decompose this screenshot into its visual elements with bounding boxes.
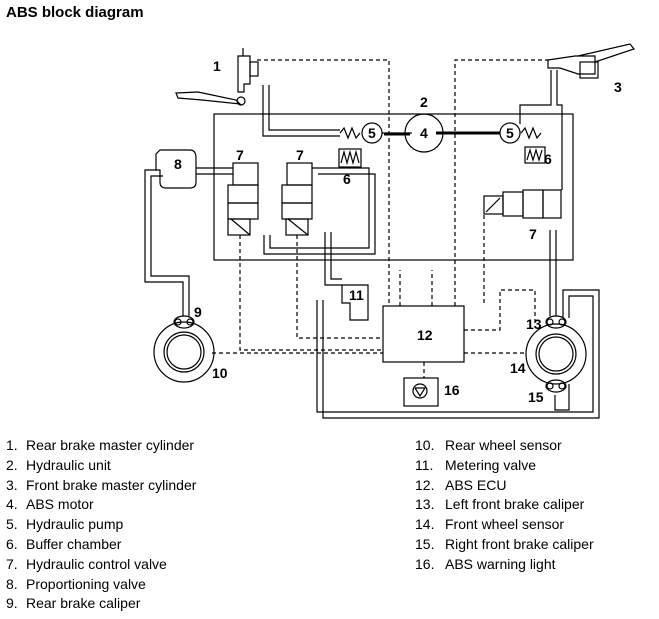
abs-block-diagram: 1 2 3 4 5 5 6 6 7 7 7 8 9 10 11 12 13 14… [144,43,636,419]
abs-warning-light [403,377,439,407]
control-valve-front [483,189,562,219]
rear-brake-caliper [173,315,195,329]
rear-brake-disc [153,321,215,383]
callout: 16 [444,382,460,398]
front-brake-disc [525,323,587,385]
legend-left: 1.Rear brake master cylinder 2.Hydraulic… [6,436,196,614]
callout: 7 [236,147,244,163]
front-brake-master-cylinder [547,55,596,75]
legend-item: 15.Right front brake caliper [415,535,594,552]
proportioning-valve [155,149,197,189]
left-front-brake-caliper [545,315,567,329]
callout: 9 [194,304,202,320]
callout: 14 [510,360,526,376]
hydraulic-pump-right [499,122,521,144]
legend-item: 7.Hydraulic control valve [6,555,167,572]
legend-item: 11.Metering valve [415,456,537,473]
legend-item: 16.ABS warning light [415,555,556,572]
callout: 6 [343,171,351,187]
callout: 7 [296,147,304,163]
callout: 11 [349,287,364,303]
callout: 12 [417,327,433,343]
callout: 4 [420,125,428,141]
callout: 13 [526,316,542,332]
legend-right: 10.Rear wheel sensor 11.Metering valve 1… [415,436,594,575]
legend-item: 8.Proportioning valve [6,575,146,592]
callout: 5 [506,125,514,141]
right-front-brake-caliper [545,379,567,393]
rear-brake-master-cylinder [237,55,251,93]
electrical-wiring [212,59,552,378]
legend-item: 14.Front wheel sensor [415,516,565,533]
callout: 7 [529,226,537,242]
callout: 5 [368,125,376,141]
abs-motor [404,113,444,153]
callouts: 1 2 3 4 5 5 6 6 7 7 7 8 9 10 11 12 13 14… [174,58,622,405]
legend-item: 6.Buffer chamber [6,535,122,552]
legend-item: 9.Rear brake caliper [6,595,141,612]
control-valve-right [281,162,313,236]
callout: 10 [212,365,228,381]
legend-item: 4.ABS motor [6,496,94,513]
legend-item: 1.Rear brake master cylinder [6,437,195,453]
callout: 3 [614,79,622,95]
callout: 1 [213,58,221,74]
hydraulic-unit-box [213,113,574,261]
metering-valve [341,284,369,321]
legend-item: 5.Hydraulic pump [6,516,124,533]
legend-item: 13.Left front brake caliper [415,496,585,513]
control-valve-left [227,162,259,236]
hydraulic-pump-left [361,122,383,144]
buffer-chamber-right [524,146,546,164]
callout: 6 [544,151,552,167]
callout: 8 [174,156,182,172]
callout: 2 [420,94,428,110]
hydraulic-lines [144,70,600,419]
callout: 15 [528,389,544,405]
legend-item: 2.Hydraulic unit [6,456,111,473]
legend-item: 3.Front brake master cylinder [6,476,197,493]
legend-item: 10.Rear wheel sensor [415,437,562,453]
buffer-chamber-left [338,148,362,168]
diagram-title: ABS block diagram [6,4,144,21]
legend-item: 12.ABS ECU [415,476,507,493]
abs-ecu [382,305,465,363]
